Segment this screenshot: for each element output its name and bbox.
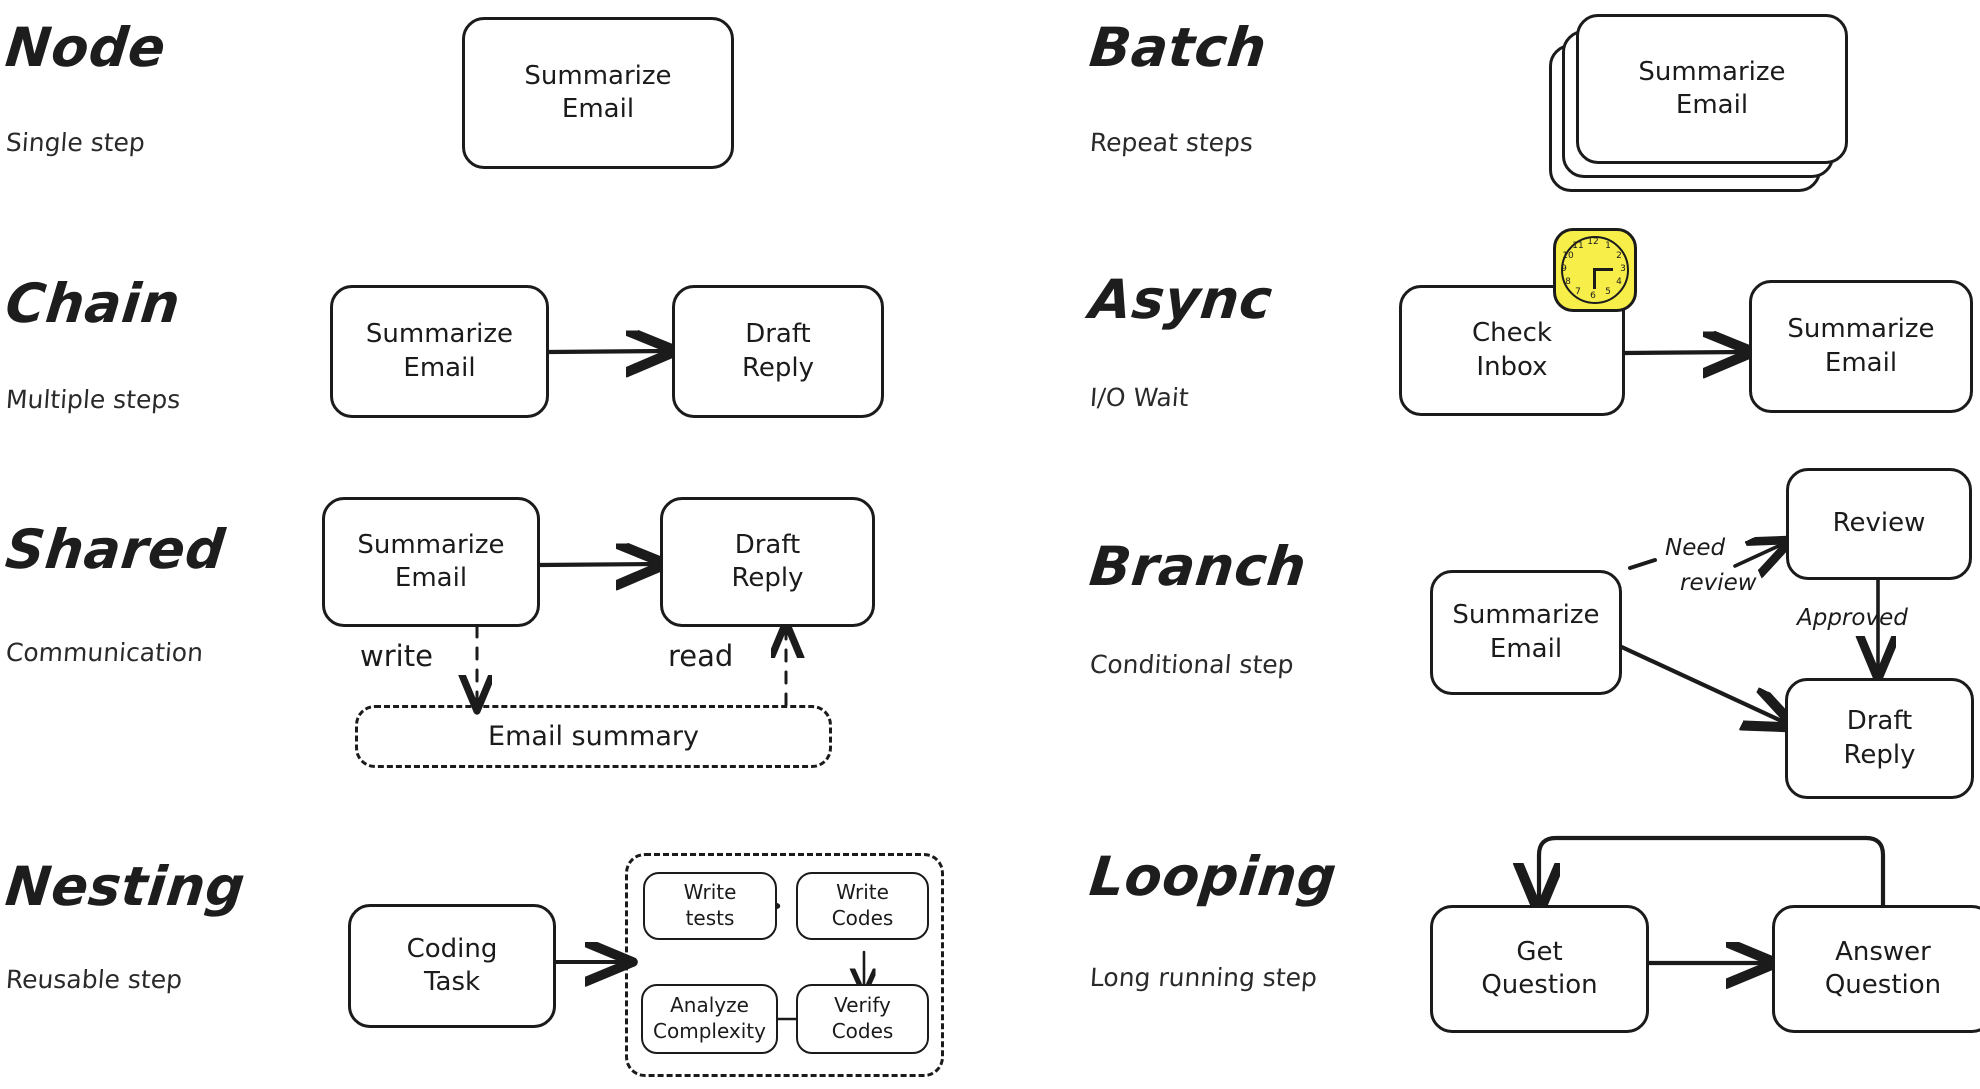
section-subtitle-chain: Multiple steps bbox=[4, 385, 182, 414]
node-coding-task[interactable]: Coding Task bbox=[348, 904, 556, 1028]
edge-chain-summarize-to-draft bbox=[546, 351, 668, 352]
clock-number: 10 bbox=[1562, 251, 1574, 261]
edge-branch-direct bbox=[1610, 640, 1788, 724]
clock-number: 11 bbox=[1572, 241, 1584, 251]
section-title-async: Async bbox=[1086, 268, 1276, 331]
node-write-tests[interactable]: Write tests bbox=[643, 872, 777, 940]
edge-shared-summarize-to-draft bbox=[536, 564, 658, 565]
section-title-looping: Looping bbox=[1086, 845, 1340, 908]
section-title-nesting: Nesting bbox=[2, 855, 249, 918]
node-label: Check Inbox bbox=[1472, 318, 1552, 382]
clock-number: 6 bbox=[1590, 291, 1596, 301]
node-label: Coding Task bbox=[406, 933, 498, 997]
node-draft-reply[interactable]: Draft Reply bbox=[672, 285, 884, 418]
edge-async-check-to-summarize bbox=[1622, 352, 1745, 353]
edge-looping-feedback bbox=[1539, 835, 1886, 907]
clock-hand-minute bbox=[1593, 268, 1613, 271]
section-title-shared: Shared bbox=[2, 518, 228, 581]
node-label: Draft Reply bbox=[1843, 706, 1916, 770]
edge-label-approved: Approved bbox=[1797, 605, 1908, 631]
clock-face bbox=[1561, 236, 1629, 304]
node-label: Summarize Email bbox=[1638, 56, 1786, 120]
node-verify-codes[interactable]: Verify Codes bbox=[796, 984, 929, 1054]
node-email-summary-store[interactable]: Email summary bbox=[355, 705, 832, 768]
node-draft-reply[interactable]: Draft Reply bbox=[1785, 678, 1974, 799]
section-title-batch: Batch bbox=[1086, 16, 1270, 79]
node-draft-reply[interactable]: Draft Reply bbox=[660, 497, 875, 627]
clock-icon: 12 1 2 3 4 5 6 7 8 9 10 11 bbox=[1553, 228, 1637, 312]
clock-number: 3 bbox=[1620, 264, 1626, 274]
node-label: Verify Codes bbox=[831, 993, 894, 1043]
store-label: Email summary bbox=[488, 721, 699, 752]
edge-label-write: write bbox=[360, 639, 433, 673]
node-label: Analyze Complexity bbox=[653, 993, 766, 1043]
section-subtitle-async: I/O Wait bbox=[1088, 383, 1190, 412]
node-label: Summarize Email bbox=[1452, 600, 1600, 664]
section-title-node: Node bbox=[2, 16, 169, 79]
section-title-branch: Branch bbox=[1086, 535, 1310, 598]
node-answer-question[interactable]: Answer Question bbox=[1772, 905, 1980, 1033]
edge-label-need-review-line1: Need bbox=[1665, 535, 1726, 561]
node-label: Summarize Email bbox=[357, 529, 505, 593]
section-subtitle-node: Single step bbox=[4, 128, 146, 157]
edge-label-need-review-line2: review bbox=[1680, 570, 1757, 596]
subflow-container[interactable] bbox=[625, 853, 944, 1077]
clock-number: 2 bbox=[1616, 251, 1622, 261]
clock-number: 9 bbox=[1561, 264, 1567, 274]
section-subtitle-looping: Long running step bbox=[1088, 963, 1318, 992]
clock-number: 1 bbox=[1605, 241, 1611, 251]
node-summarize-email[interactable]: Summarize Email bbox=[322, 497, 540, 627]
section-subtitle-branch: Conditional step bbox=[1088, 650, 1295, 679]
node-summarize-email[interactable]: Summarize Email bbox=[1749, 280, 1973, 413]
edge-branch-need-review bbox=[1628, 558, 1657, 570]
node-label: Summarize Email bbox=[1787, 314, 1935, 378]
node-review[interactable]: Review bbox=[1786, 468, 1972, 580]
section-subtitle-nesting: Reusable step bbox=[4, 965, 184, 994]
node-write-codes[interactable]: Write Codes bbox=[796, 872, 929, 940]
node-summarize-email[interactable]: Summarize Email bbox=[462, 17, 734, 169]
node-analyze-complexity[interactable]: Analyze Complexity bbox=[641, 984, 778, 1054]
node-summarize-email[interactable]: Summarize Email bbox=[1430, 570, 1622, 695]
edge-branch-need-review-arrow bbox=[1733, 543, 1785, 566]
clock-hand-hour bbox=[1593, 268, 1596, 289]
node-label: Write Codes bbox=[831, 880, 894, 930]
section-subtitle-shared: Communication bbox=[4, 638, 205, 667]
clock-number: 12 bbox=[1587, 237, 1599, 247]
node-summarize-email-stack-front[interactable]: Summarize Email bbox=[1576, 14, 1848, 164]
clock-number: 5 bbox=[1605, 287, 1611, 297]
clock-number: 7 bbox=[1575, 287, 1581, 297]
node-label: Review bbox=[1832, 508, 1926, 539]
node-label: Summarize Email bbox=[365, 319, 514, 383]
section-subtitle-batch: Repeat steps bbox=[1088, 128, 1255, 157]
section-title-chain: Chain bbox=[2, 272, 184, 335]
edge-label-read: read bbox=[668, 639, 734, 673]
node-summarize-email[interactable]: Summarize Email bbox=[330, 285, 549, 418]
node-label: Answer Question bbox=[1824, 936, 1942, 1000]
node-label: Draft Reply bbox=[741, 319, 814, 383]
clock-number: 8 bbox=[1565, 277, 1571, 287]
node-get-question[interactable]: Get Question bbox=[1430, 905, 1649, 1033]
node-label: Summarize Email bbox=[524, 60, 672, 124]
clock-number: 4 bbox=[1616, 277, 1622, 287]
node-label: Draft Reply bbox=[731, 529, 804, 593]
node-label: Write tests bbox=[683, 880, 737, 930]
node-label: Get Question bbox=[1481, 936, 1598, 1000]
